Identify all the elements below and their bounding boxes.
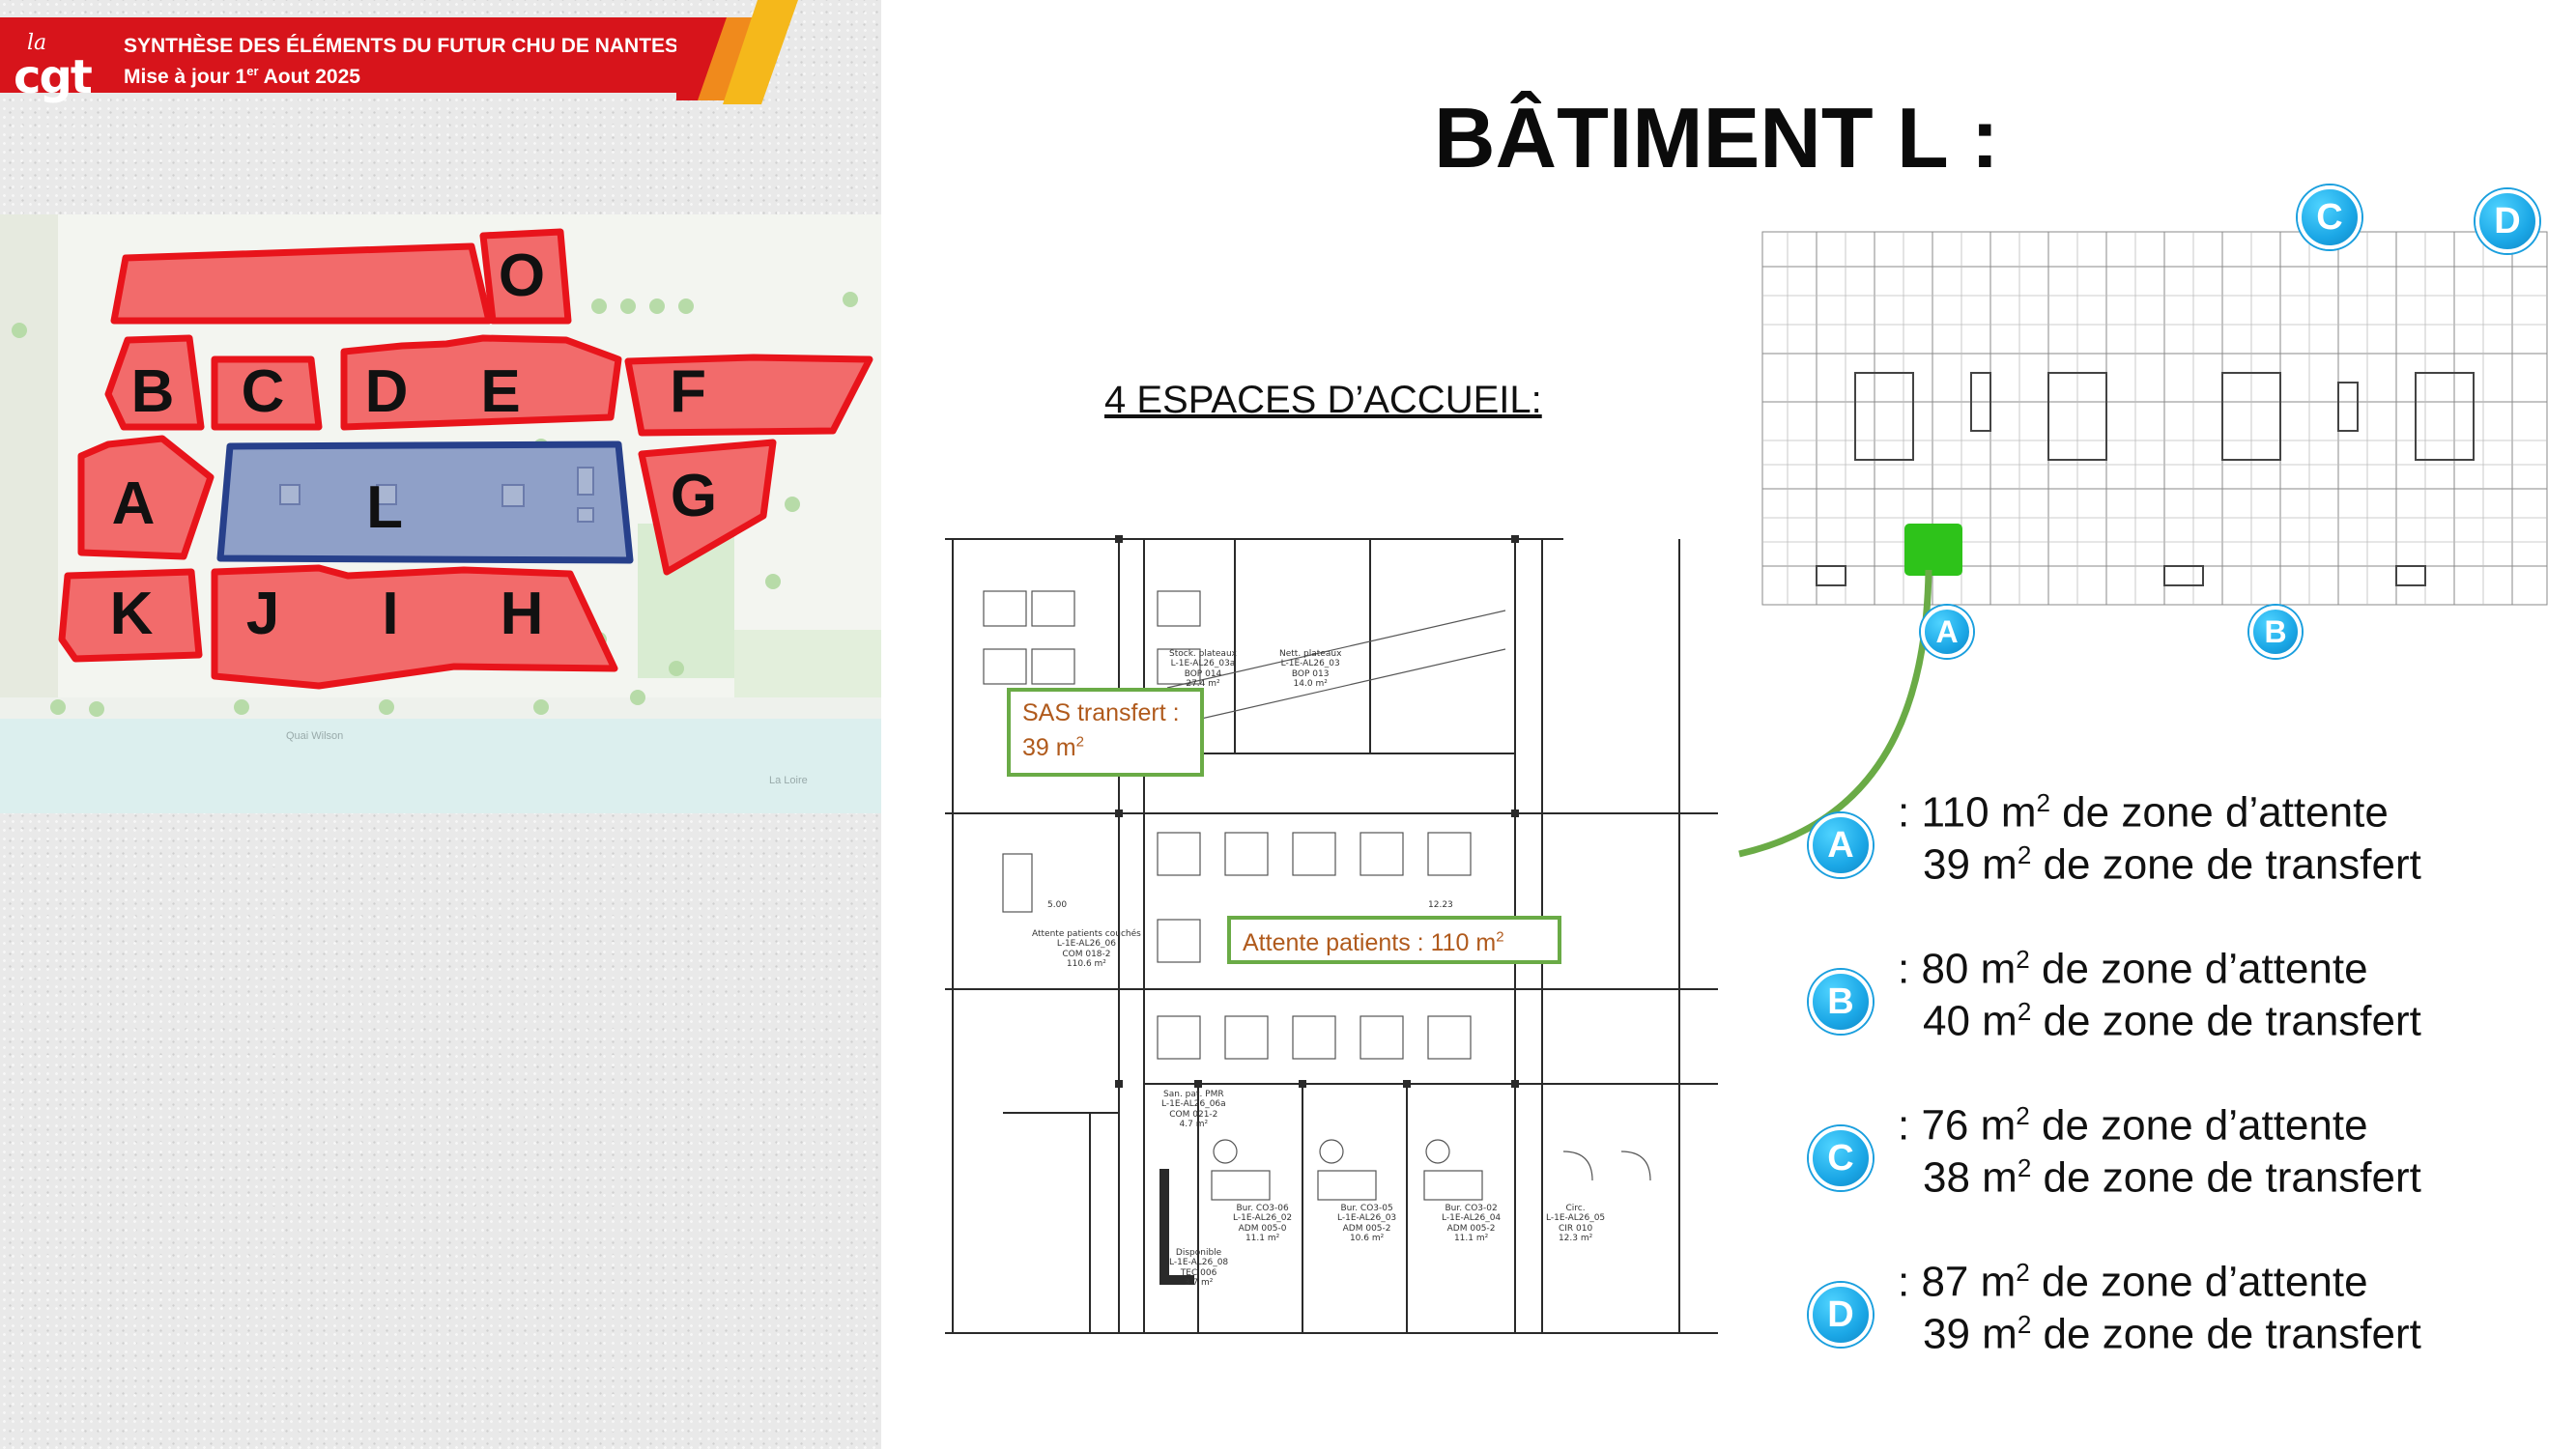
sas-sup: 2 (1075, 733, 1084, 751)
stat-item-c: C : 76 m2 de zone d’attente 38 m2 de zon… (1809, 1097, 2562, 1213)
building-label-j: J (245, 581, 280, 647)
stat-a-line2-suffix: de zone de transfert (2031, 840, 2421, 889)
overview-badge-d: D (2476, 189, 2539, 253)
cgt-logo: la cgt (14, 31, 110, 104)
building-label-f: F (670, 358, 706, 425)
sas-value: 39 m (1022, 734, 1076, 762)
page-title: BÂTIMENT L : (1434, 90, 1999, 185)
stat-c-line2-suffix: de zone de transfert (2031, 1153, 2421, 1202)
stat-d-line2: 39 m2 de zone de transfert (1923, 1310, 2421, 1359)
attente-label: Attente patients : 110 m (1243, 929, 1497, 956)
section-subheading: 4 ESPACES D’ACCUEIL: (1104, 379, 1542, 421)
sas-line2: 39 m2 (1022, 730, 1188, 765)
stat-badge-b: B (1809, 970, 1873, 1034)
sas-line1: SAS transfert : (1022, 699, 1180, 726)
building-label-i: I (382, 581, 399, 647)
building-label-o: O (498, 242, 546, 309)
stat-d-line2-prefix: 39 m (1923, 1310, 2018, 1358)
stat-b-line1-sup: 2 (2016, 945, 2030, 974)
cgt-banner: la cgt SYNTHÈSE DES ÉLÉMENTS DU FUTUR CH… (0, 17, 744, 104)
update-suffix: Aout 2025 (258, 66, 360, 88)
stat-c-line1-prefix: : 76 m (1898, 1101, 2017, 1150)
logo-cgt-text: cgt (14, 50, 93, 104)
logo-la-text: la (27, 31, 47, 55)
stat-badge-a: A (1809, 813, 1873, 877)
attente-sup: 2 (1496, 928, 1504, 946)
building-label-g: G (670, 463, 718, 529)
stat-c-line1-suffix: de zone d’attente (2029, 1101, 2368, 1150)
banner-title: SYNTHÈSE DES ÉLÉMENTS DU FUTUR CHU DE NA… (124, 35, 679, 57)
sas-transfert-box: SAS transfert : 39 m2 (1007, 688, 1204, 777)
floorplan-detail: SAS transfert : 39 m2 Attente patients :… (945, 533, 1718, 1345)
stat-c-line2-sup: 2 (2017, 1153, 2032, 1182)
location-marker-a (1904, 524, 1962, 576)
building-label-b: B (130, 358, 175, 425)
building-overview-plan (1759, 228, 2551, 609)
stat-c-line2: 38 m2 de zone de transfert (1923, 1153, 2421, 1203)
stat-item-a: A : 110 m2 de zone d’attente 39 m2 de zo… (1809, 784, 2562, 900)
building-label-e: E (480, 358, 521, 425)
stat-b-line1-suffix: de zone d’attente (2029, 945, 2368, 993)
stat-c-line2-prefix: 38 m (1923, 1153, 2018, 1202)
overview-badge-c: C (2298, 185, 2361, 249)
stat-d-line1: : 87 m2 de zone d’attente (1898, 1258, 2368, 1307)
building-label-h: H (500, 581, 544, 647)
stat-badge-c: C (1809, 1126, 1873, 1190)
overview-badge-b: B (2249, 606, 2302, 658)
stat-a-line2-prefix: 39 m (1923, 840, 2018, 889)
update-sup: er (246, 64, 259, 78)
stat-a-line1: : 110 m2 de zone d’attente (1898, 788, 2389, 838)
overview-badge-a: A (1921, 606, 1973, 658)
stat-d-line1-prefix: : 87 m (1898, 1258, 2017, 1306)
stat-b-line2-suffix: de zone de transfert (2031, 997, 2421, 1045)
stat-a-line1-prefix: : 110 m (1898, 788, 2037, 837)
stat-b-line1: : 80 m2 de zone d’attente (1898, 945, 2368, 994)
stat-b-line1-prefix: : 80 m (1898, 945, 2017, 993)
stat-d-line2-suffix: de zone de transfert (2031, 1310, 2421, 1358)
stat-a-line1-sup: 2 (2036, 788, 2050, 817)
stat-item-b: B : 80 m2 de zone d’attente 40 m2 de zon… (1809, 941, 2562, 1057)
banner-stripes (676, 0, 798, 104)
building-label-c: C (241, 358, 285, 425)
building-label-l: L (366, 474, 403, 541)
floorplan-drawing (945, 535, 1718, 1334)
stat-d-line2-sup: 2 (2017, 1310, 2032, 1339)
stat-c-line1-sup: 2 (2016, 1101, 2030, 1130)
building-label-k: K (109, 581, 154, 647)
attente-patients-box: Attente patients : 110 m2 (1227, 916, 1561, 964)
building-label-d: D (364, 358, 409, 425)
dim-12-23: 12.23 (1428, 900, 1453, 910)
campus-site-map: O B C D E F A L G K J I H Quai Wilson La… (0, 214, 881, 813)
map-caption-loire: La Loire (769, 775, 808, 786)
stat-b-line2: 40 m2 de zone de transfert (1923, 997, 2421, 1046)
dim-5-00: 5.00 (1047, 900, 1068, 910)
stat-badge-d: D (1809, 1283, 1873, 1347)
banner-update-date: Mise à jour 1er Aout 2025 (124, 64, 360, 89)
building-label-a: A (111, 470, 156, 537)
update-prefix: Mise à jour 1 (124, 66, 247, 88)
stat-a-line2-sup: 2 (2017, 840, 2032, 869)
stat-d-line1-sup: 2 (2016, 1258, 2030, 1287)
stat-a-line1-suffix: de zone d’attente (2049, 788, 2389, 837)
stat-item-d: D : 87 m2 de zone d’attente 39 m2 de zon… (1809, 1254, 2562, 1370)
stat-c-line1: : 76 m2 de zone d’attente (1898, 1101, 2368, 1151)
left-panel: la cgt SYNTHÈSE DES ÉLÉMENTS DU FUTUR CH… (0, 0, 881, 1449)
map-caption-quai: Quai Wilson (286, 730, 344, 742)
stat-d-line1-suffix: de zone d’attente (2029, 1258, 2368, 1306)
site-map-graphic (0, 214, 881, 813)
stat-a-line2: 39 m2 de zone de transfert (1923, 840, 2421, 890)
stat-b-line2-sup: 2 (2017, 997, 2032, 1026)
overview-drawing (1761, 231, 2548, 606)
stat-b-line2-prefix: 40 m (1923, 997, 2018, 1045)
